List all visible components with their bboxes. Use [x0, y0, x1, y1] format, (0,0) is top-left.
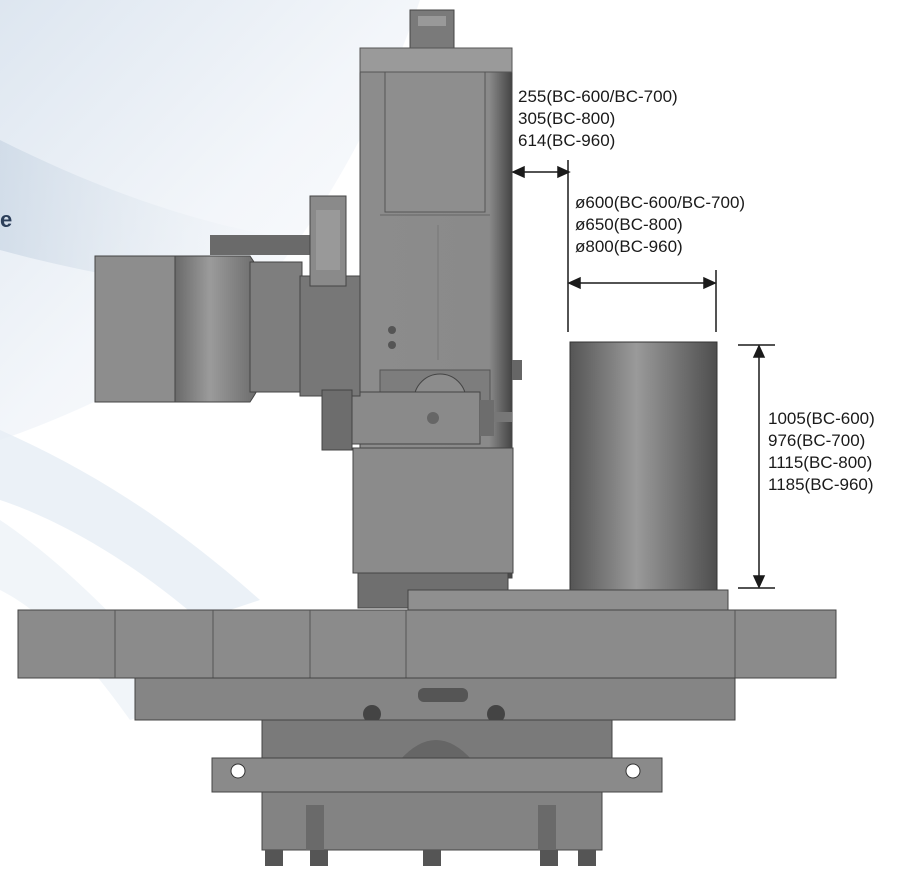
tool-magazine: [94, 195, 361, 451]
height-label-2: 976(BC-700): [768, 431, 866, 450]
spindle-head: [349, 391, 512, 445]
partial-heading-letter: e: [0, 207, 13, 232]
leveling-feet: [265, 850, 596, 866]
column-top-cap: [409, 9, 455, 55]
height-label-3: 1115(BC-800): [768, 453, 873, 472]
offset-label-1: 255(BC-600/BC-700): [518, 87, 678, 106]
height-dimension-arrow: [738, 344, 775, 589]
diameter-dimension-arrow: [567, 160, 717, 332]
height-dimension-labels: 1005(BC-600) 976(BC-700) 1115(BC-800) 11…: [768, 408, 875, 496]
diameter-dimension-labels: ø600(BC-600/BC-700) ø650(BC-800) ø800(BC…: [575, 192, 745, 258]
column-base-block: [352, 447, 514, 574]
workpiece-cylinder: [569, 341, 718, 591]
height-label-1: 1005(BC-600): [768, 409, 875, 428]
machine-table: [17, 589, 837, 723]
machine-base: [211, 719, 663, 851]
diameter-label-2: ø650(BC-800): [575, 215, 683, 234]
height-label-4: 1185(BC-960): [768, 475, 874, 494]
diameter-label-1: ø600(BC-600/BC-700): [575, 193, 746, 212]
offset-dimension-arrow: [511, 165, 571, 179]
offset-label-2: 305(BC-800): [518, 109, 616, 128]
offset-dimension-labels: 255(BC-600/BC-700) 305(BC-800) 614(BC-96…: [518, 86, 678, 152]
diameter-label-3: ø800(BC-960): [575, 237, 683, 256]
offset-label-3: 614(BC-960): [518, 131, 616, 150]
